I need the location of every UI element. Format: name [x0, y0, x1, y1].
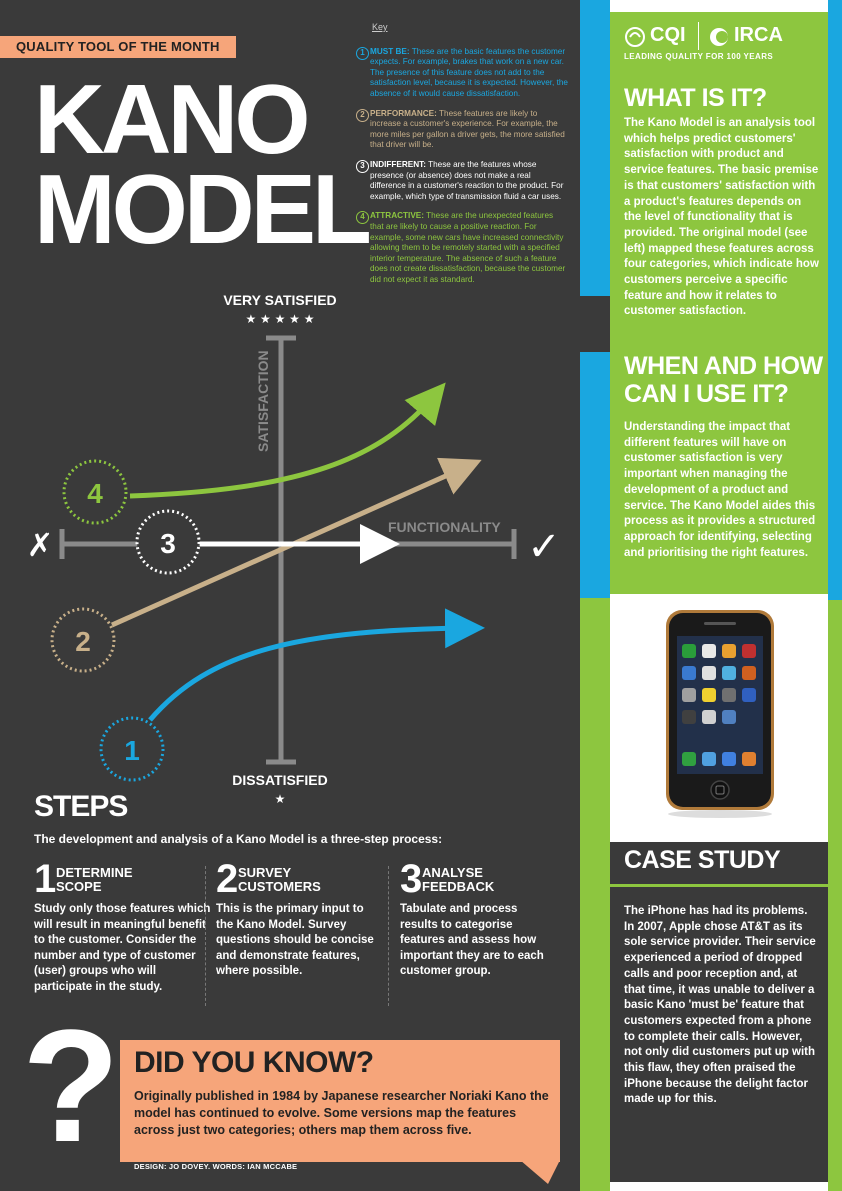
key-name: MUST BE: — [370, 46, 410, 56]
one-star: ★ — [275, 792, 286, 806]
attractive-curve — [129, 382, 446, 499]
step-heading-line2: SCOPE — [56, 879, 102, 894]
logo-cqi: CQI — [650, 24, 686, 46]
step-heading-line1: SURVEY — [238, 865, 292, 880]
circle-3 — [135, 509, 201, 575]
five-stars: ★ ★ ★ ★ ★ — [245, 312, 314, 326]
steps-intro: The development and analysis of a Kano M… — [34, 832, 443, 846]
tick-icon: ✓ — [527, 524, 561, 570]
logo-divider — [698, 22, 699, 50]
did-you-know-body: Originally published in 1984 by Japanese… — [134, 1089, 549, 1137]
page-title-line2: MODEL — [34, 154, 372, 264]
info-panel — [610, 12, 828, 594]
key-text: These are the unexpected features that a… — [370, 211, 566, 284]
steps-title: STEPS — [34, 790, 128, 823]
key-item-performance: 2 PERFORMANCE: These features are likely… — [356, 108, 568, 151]
logo-irca: IRCA — [734, 24, 783, 46]
step-number: 3 — [400, 857, 423, 901]
logo: CQI IRCA LEADING QUALITY FOR 100 YEARS — [624, 22, 820, 66]
satisfaction-label: SATISFACTION — [255, 350, 271, 452]
key-text: These are the basic features the custome… — [370, 46, 568, 98]
key-number: 3 — [356, 159, 369, 173]
cross-icon: ✗ — [27, 526, 54, 564]
step-heading-line1: ANALYSE — [422, 865, 483, 880]
green-edge — [828, 600, 842, 1191]
functionality-label: FUNCTIONALITY — [388, 519, 501, 535]
must-be-curve — [148, 608, 485, 722]
label-1: 1 — [124, 735, 140, 766]
did-you-know-box — [120, 1040, 560, 1162]
case-divider — [610, 884, 828, 887]
when-body: Understanding the impact that different … — [624, 421, 816, 559]
case-title: CASE STUDY — [624, 846, 781, 874]
label-2: 2 — [75, 626, 91, 657]
question-mark-icon: ? — [22, 996, 120, 1175]
page-title-line1: KANO — [34, 64, 311, 174]
circle-4 — [62, 459, 128, 525]
case-body: The iPhone has had its problems. In 2007… — [624, 905, 816, 1106]
step-body: Tabulate and process results to categori… — [400, 903, 544, 977]
key-number: 1 — [356, 46, 369, 60]
key-number: 4 — [356, 211, 369, 225]
very-satisfied-label: VERY SATISFIED — [223, 292, 336, 308]
blue-strip — [580, 352, 610, 598]
step-heading-line1: DETERMINE — [56, 865, 133, 880]
callout-tail — [520, 1160, 560, 1184]
label-3: 3 — [160, 528, 176, 559]
logo-tagline: LEADING QUALITY FOR 100 YEARS — [624, 52, 774, 61]
case-study-panel — [610, 842, 828, 1182]
step-heading: ANALYSE FEEDBACK — [422, 866, 494, 894]
circle-2 — [50, 607, 116, 673]
label-4: 4 — [87, 478, 103, 509]
key-name: PERFORMANCE: — [370, 108, 437, 118]
irca-mark-icon — [710, 28, 728, 46]
key-item-attractive: 4 ATTRACTIVE: These are the unexpected f… — [356, 211, 568, 285]
step-body: Study only those features which will res… — [34, 903, 211, 993]
key-number: 2 — [356, 108, 369, 122]
key-title: Key — [372, 22, 388, 32]
dark-strip — [580, 296, 610, 352]
did-you-know-title: DID YOU KNOW? — [134, 1046, 374, 1079]
kano-diagram: 1 2 3 4 VERY SATISFIED ★ ★ ★ ★ ★ SATISFA… — [27, 292, 561, 806]
credits: DESIGN: JO DOVEY. WORDS: IAN MCCABE — [134, 1162, 298, 1171]
section-label: QUALITY TOOL OF THE MONTH — [0, 36, 236, 58]
step-divider — [388, 866, 390, 1006]
step-body: This is the primary input to the Kano Mo… — [216, 903, 374, 977]
step-heading: DETERMINE SCOPE — [56, 866, 133, 894]
green-strip — [580, 598, 610, 1191]
cqi-mark-icon — [625, 27, 645, 47]
key-item-must-be: 1 MUST BE: These are the basic features … — [356, 46, 568, 100]
step-heading-line2: FEEDBACK — [422, 879, 495, 894]
circle-1 — [99, 716, 165, 782]
what-title: WHAT IS IT? — [624, 84, 767, 112]
step-number: 2 — [216, 857, 239, 901]
step-heading: SURVEY CUSTOMERS — [238, 866, 321, 894]
when-title: WHEN AND HOW CAN I USE IT? — [624, 352, 823, 408]
step-number: 1 — [34, 857, 57, 901]
dissatisfied-label: DISSATISFIED — [232, 772, 327, 788]
key-text: These are the features whose presence (o… — [370, 159, 564, 201]
step-divider — [205, 866, 207, 1006]
key-item-indifferent: 3 INDIFFERENT: These are the features wh… — [356, 159, 568, 202]
step-heading-line2: CUSTOMERS — [238, 879, 321, 894]
main-panel — [0, 0, 580, 1191]
what-body: The Kano Model is an analysis tool which… — [624, 117, 819, 318]
key-text: These features are likely to increase a … — [370, 108, 565, 150]
blue-strip — [580, 0, 610, 296]
key-legend: Key 1 MUST BE: These are the basic featu… — [356, 22, 568, 294]
iphone-image — [666, 610, 774, 818]
key-name: ATTRACTIVE: — [370, 211, 424, 221]
key-name: INDIFFERENT: — [370, 159, 426, 169]
